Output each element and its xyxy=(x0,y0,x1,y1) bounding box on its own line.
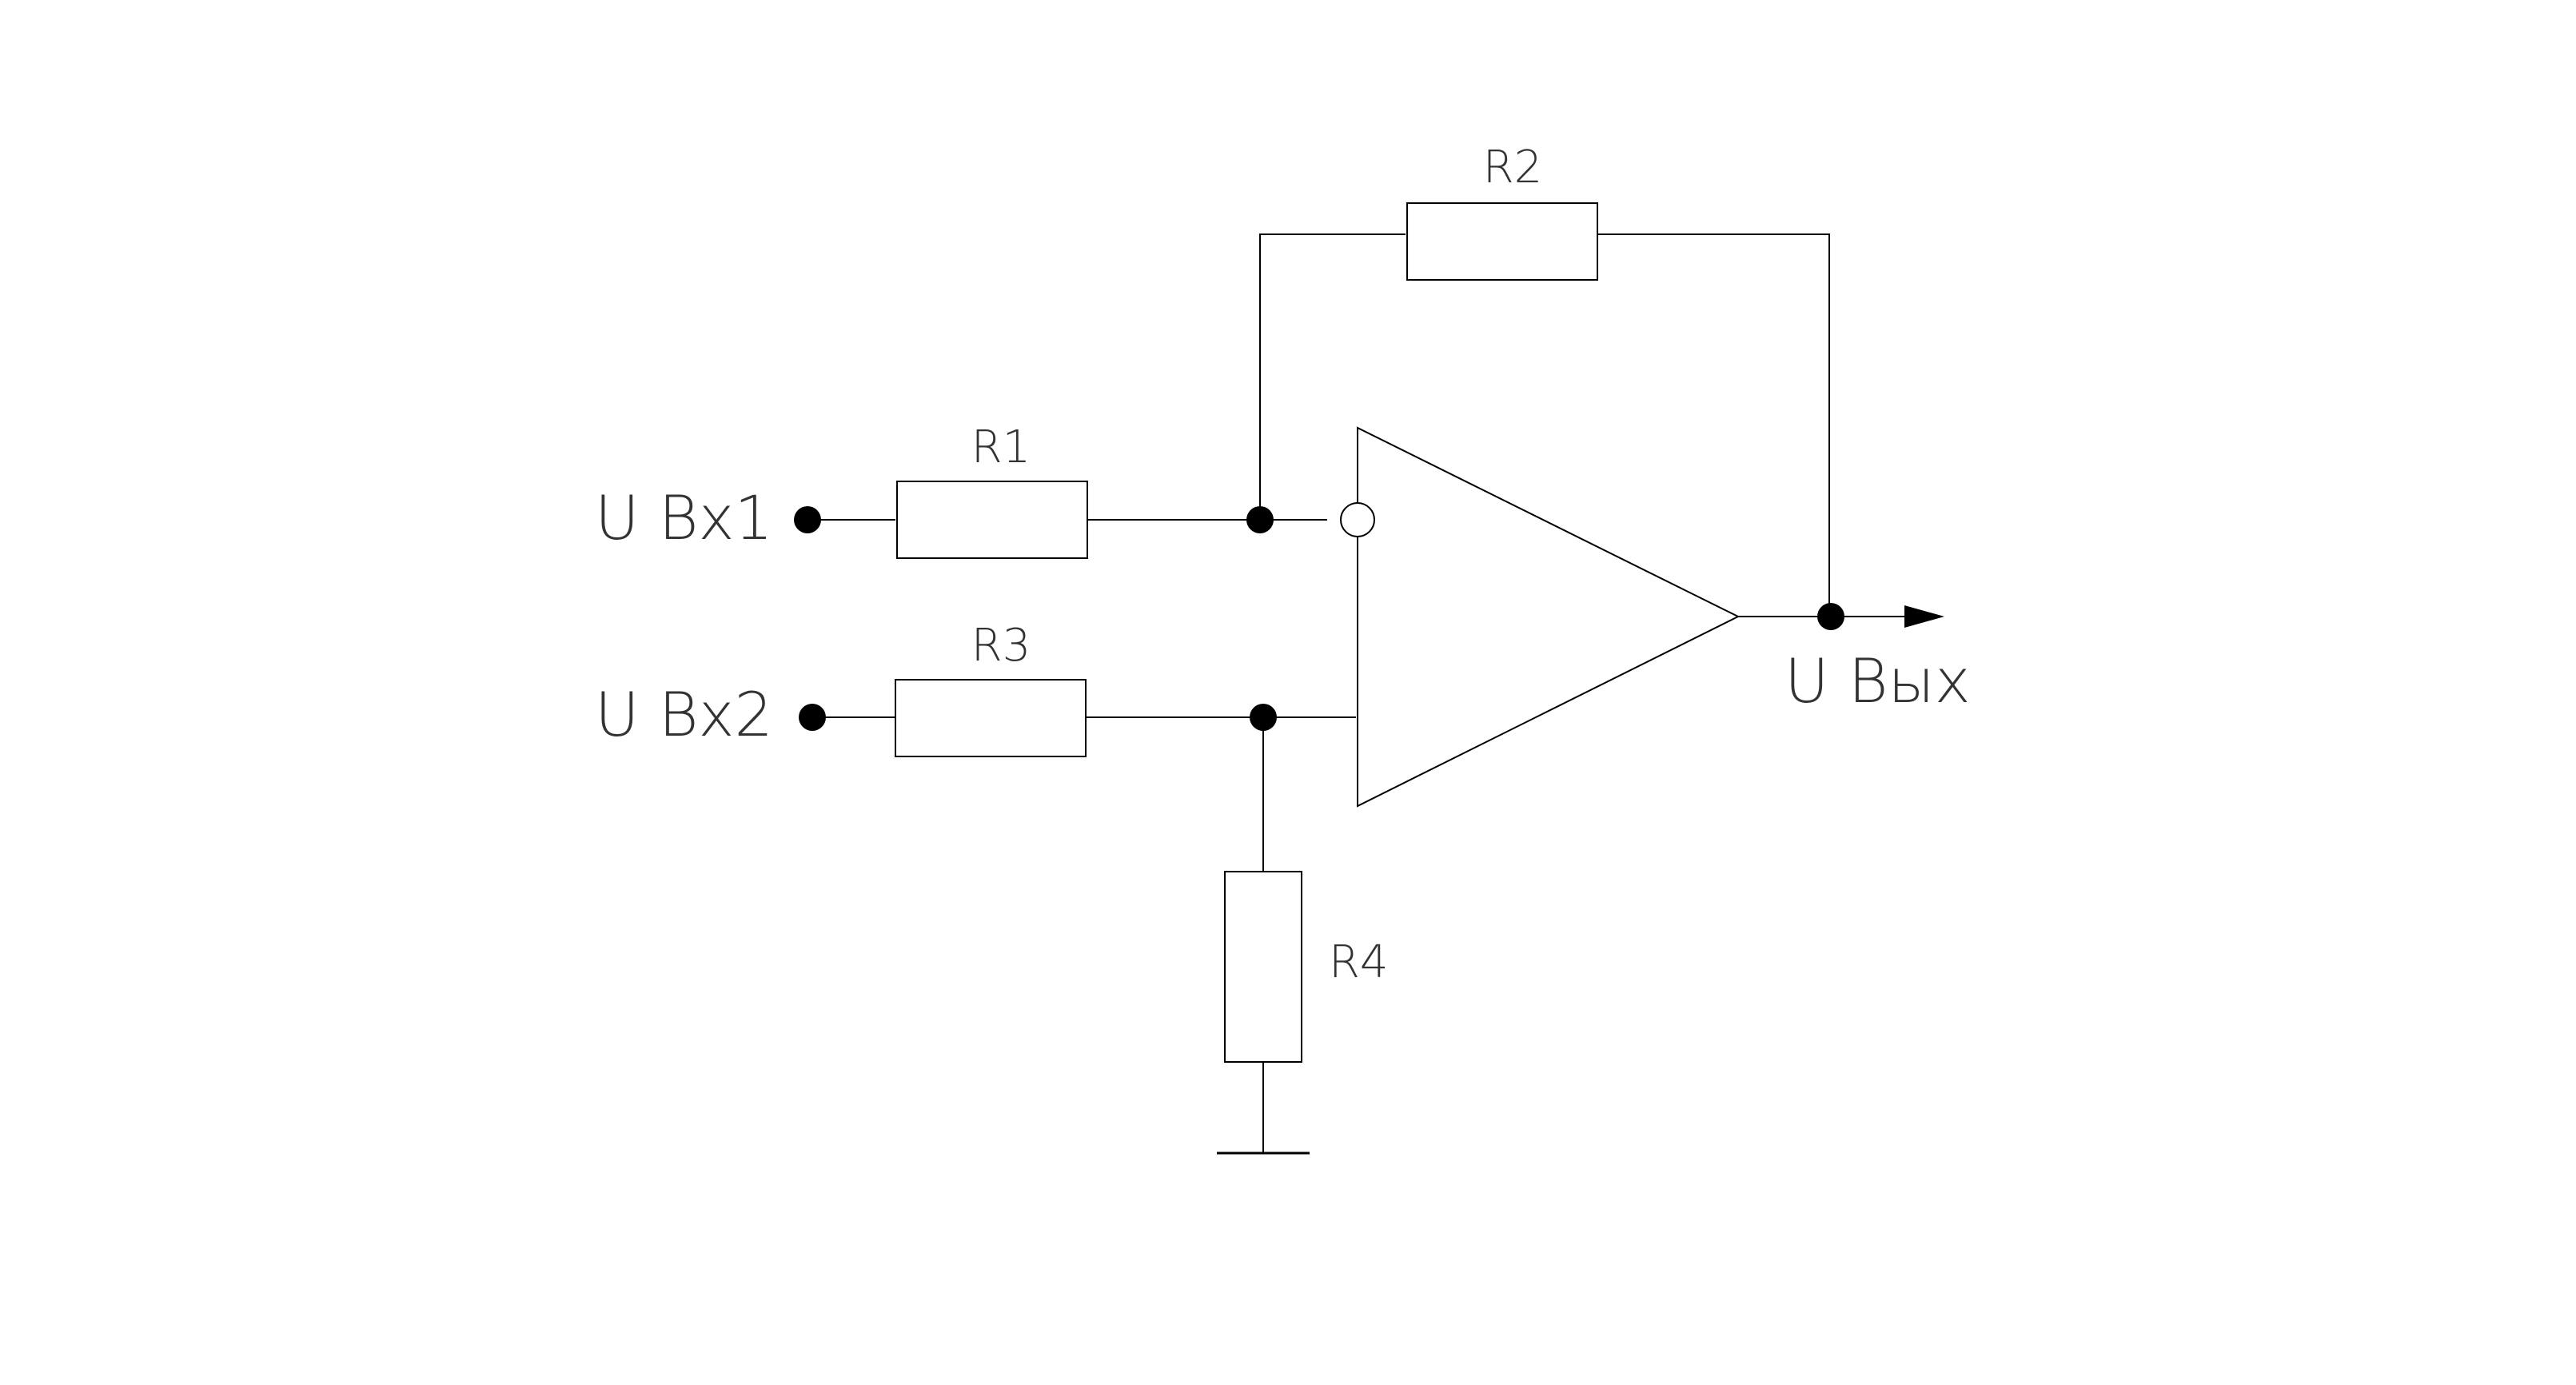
resistor-r1 xyxy=(896,481,1088,559)
label-output: U Bых xyxy=(1784,645,1971,716)
inverting-node-dot xyxy=(1246,506,1274,533)
label-input-2: U Bx2 xyxy=(595,679,773,750)
resistor-r3 xyxy=(895,679,1087,757)
label-r2: R2 xyxy=(1483,142,1543,194)
feedback-wire xyxy=(1259,233,1830,614)
label-r3: R3 xyxy=(971,620,1031,672)
resistor-r4 xyxy=(1224,871,1302,1063)
output-node-dot xyxy=(1817,603,1844,630)
op-amp-triangle xyxy=(1357,426,1741,808)
inverting-input-marker xyxy=(1340,502,1375,537)
label-input-1: U Bx1 xyxy=(595,482,773,553)
input-2-terminal-dot xyxy=(799,704,826,731)
input-1-terminal-dot xyxy=(794,506,821,533)
noninverting-node-dot xyxy=(1250,704,1277,731)
output-arrow-icon xyxy=(1904,605,1944,628)
label-r1: R1 xyxy=(971,421,1031,473)
label-r4: R4 xyxy=(1329,936,1389,988)
resistor-r2 xyxy=(1406,202,1598,281)
